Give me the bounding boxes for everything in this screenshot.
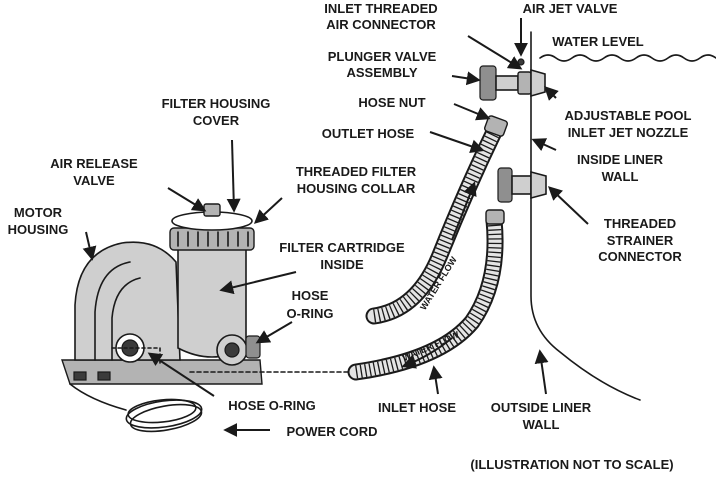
inlet-flow-arrow [401, 337, 453, 369]
inlet-hose-nut [485, 209, 505, 225]
filter-housing-collar [169, 227, 255, 251]
base-plate [61, 359, 263, 385]
label-threaded-strainer-connector-3: CONNECTOR [598, 249, 682, 264]
label-inside-liner-wall-1: INSIDE LINER [577, 152, 664, 167]
label-inlet-threaded-air-connector-1: INLET THREADED [324, 1, 437, 16]
base-foot [73, 371, 87, 381]
pool-wall [530, 31, 716, 401]
label-hose-nut: HOSE NUT [358, 95, 425, 110]
hose-nut [484, 115, 508, 137]
label-filter-cartridge-inside-2: INSIDE [320, 257, 364, 272]
label-inside-liner-wall-2: WALL [602, 169, 639, 184]
inlet-air-connector [517, 71, 532, 95]
label-threaded-filter-housing-collar-1: THREADED FILTER [296, 164, 417, 179]
labels: INLET THREADED AIR CONNECTOR AIR JET VAL… [8, 1, 692, 472]
strainer-threaded-connector [511, 175, 532, 195]
label-plunger-valve-assembly-1: PLUNGER VALVE [328, 49, 437, 64]
label-threaded-strainer-connector-2: STRAINER [607, 233, 674, 248]
strainer-grille [530, 170, 547, 200]
label-outlet-hose: OUTLET HOSE [322, 126, 415, 141]
collar-ridges [177, 231, 249, 247]
label-filter-housing-cover-1: FILTER HOUSING [162, 96, 271, 111]
plunger-valve-body [495, 75, 519, 91]
strainer-body [497, 167, 513, 203]
motor-contour [94, 261, 131, 361]
base-foot-2 [97, 371, 111, 381]
label-hose-o-ring-lower: HOSE O-RING [228, 398, 315, 413]
hose-connector-port [224, 342, 240, 358]
label-hose-o-ring-upper-1: HOSE [292, 288, 329, 303]
air-release-valve-knob [203, 203, 221, 217]
air-jet-valve [517, 58, 525, 66]
water-level-wave [539, 54, 716, 62]
outlet-hose [365, 115, 508, 325]
label-power-cord: POWER CORD [287, 424, 378, 439]
label-water-level: WATER LEVEL [552, 34, 644, 49]
plunger-valve [479, 65, 497, 101]
label-air-jet-valve: AIR JET VALVE [523, 1, 618, 16]
label-hose-o-ring-upper-2: O-RING [287, 306, 334, 321]
label-outside-liner-wall-1: OUTSIDE LINER [491, 400, 592, 415]
label-adjustable-pool-inlet-jet-nozzle-1: ADJUSTABLE POOL [565, 108, 692, 123]
label-air-release-valve-1: AIR RELEASE [50, 156, 138, 171]
label-inlet-threaded-air-connector-2: AIR CONNECTOR [326, 17, 436, 32]
power-cord [69, 383, 203, 433]
label-motor-housing-2: HOUSING [8, 222, 69, 237]
leader-arrows [82, 18, 589, 437]
inlet-hose [347, 209, 505, 381]
inlet-jet-nozzle [530, 68, 546, 98]
outlet-flow-arrow [451, 181, 477, 241]
label-adjustable-pool-inlet-jet-nozzle-2: INLET JET NOZZLE [568, 125, 689, 140]
label-filter-housing-cover-2: COVER [193, 113, 240, 128]
motor-contour-2 [111, 277, 141, 361]
liner-wall-line [530, 31, 641, 401]
label-motor-housing-1: MOTOR [14, 205, 63, 220]
wall-fittings [479, 58, 547, 203]
label-filter-cartridge-inside-1: FILTER CARTRIDGE [279, 240, 405, 255]
hose-o-ring-fitting [245, 335, 261, 359]
label-inlet-hose: INLET HOSE [378, 400, 456, 415]
label-plunger-valve-assembly-2: ASSEMBLY [346, 65, 417, 80]
label-air-release-valve-2: VALVE [73, 173, 115, 188]
label-outside-liner-wall-2: WALL [523, 417, 560, 432]
label-threaded-strainer-connector-1: THREADED [604, 216, 676, 231]
pump-assembly [61, 203, 356, 385]
label-threaded-filter-housing-collar-2: HOUSING COLLAR [297, 181, 416, 196]
motor-body [74, 241, 181, 361]
label-not-to-scale: (ILLUSTRATION NOT TO SCALE) [470, 457, 673, 472]
